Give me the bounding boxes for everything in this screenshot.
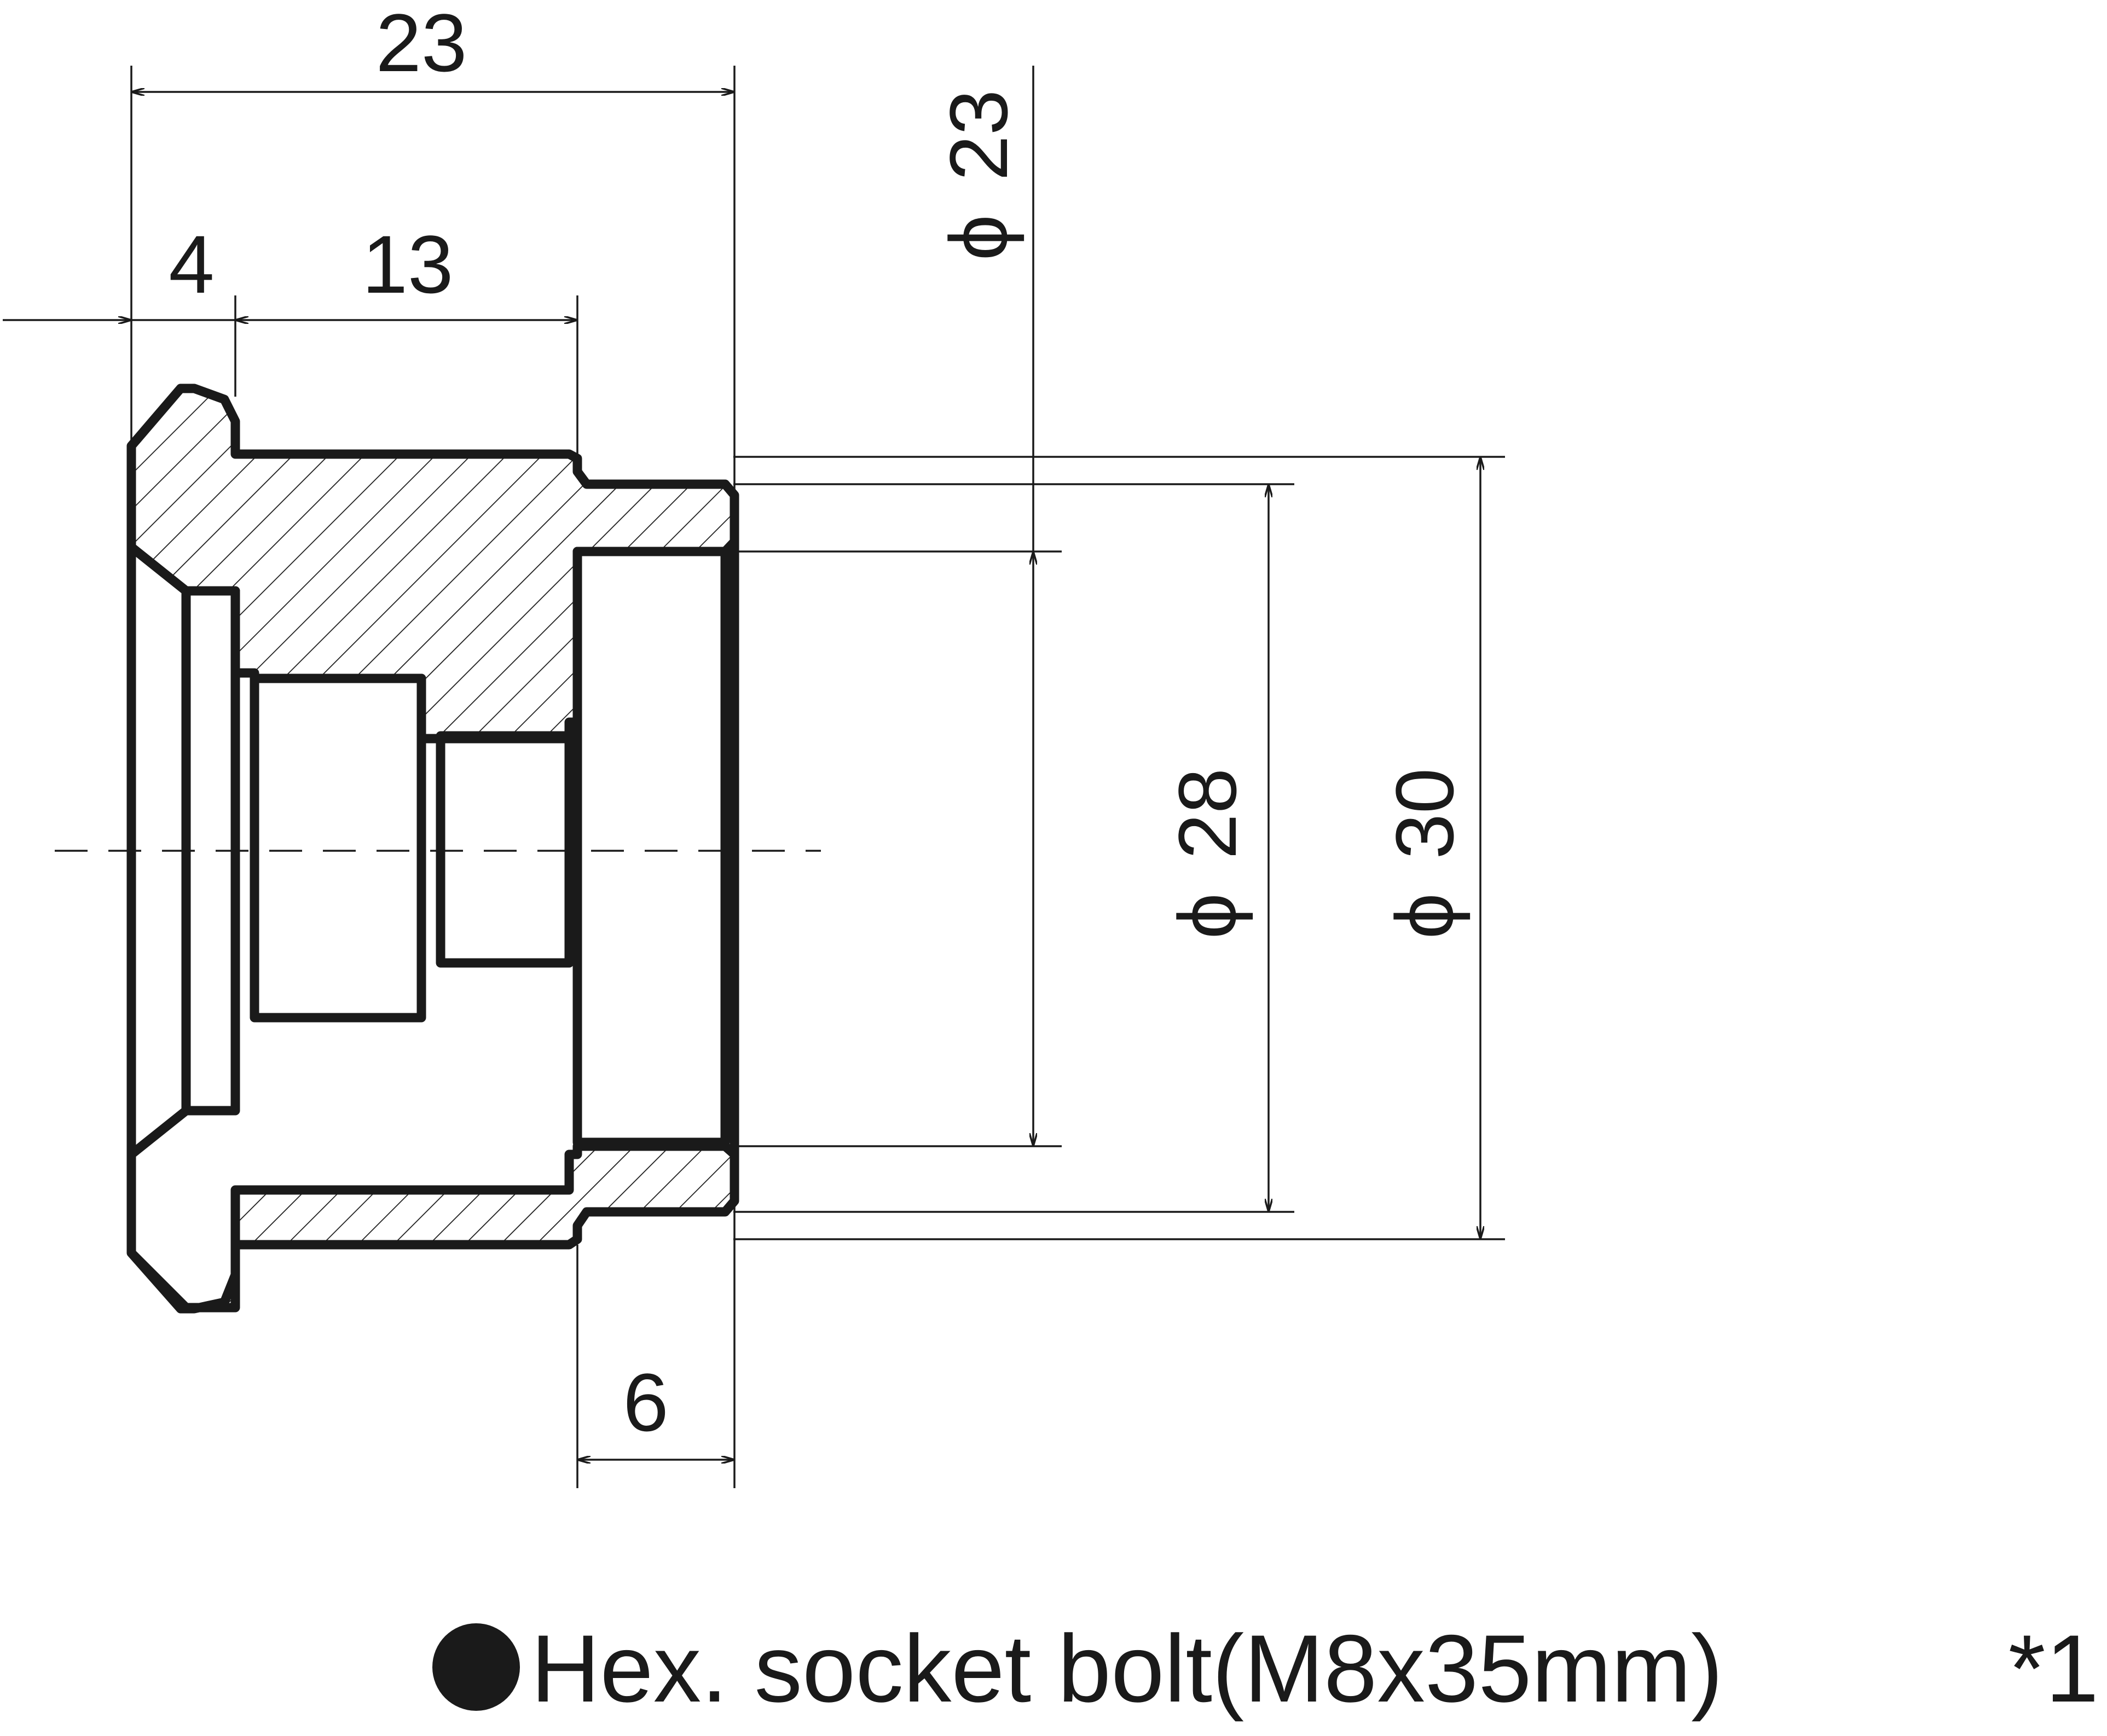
diameter-symbol: ϕ	[933, 214, 1024, 260]
caption-note: *1	[2008, 1616, 2099, 1722]
upper-section-region	[126, 384, 739, 744]
dimension-lines	[3, 66, 1480, 1460]
part-section	[55, 384, 821, 1314]
diameter-symbol: ϕ	[1161, 893, 1253, 939]
shoulder-diameter-value: 28	[1161, 768, 1253, 860]
flange-length-label: 4	[169, 218, 214, 310]
outer-diameter-value: 30	[1379, 768, 1471, 860]
overall-length-label: 23	[376, 0, 467, 89]
lower-section-region	[126, 1048, 739, 1314]
bore-diameter-value: 23	[933, 90, 1024, 181]
body-length-label: 13	[362, 218, 454, 310]
front-recess-outline	[572, 547, 730, 1147]
left-outer-profile	[126, 446, 189, 1253]
bullet-icon	[432, 1623, 520, 1711]
caption: Hex. socket bolt(M8x35mm) *1	[432, 1616, 2099, 1722]
caption-text: Hex. socket bolt(M8x35mm)	[531, 1616, 1723, 1722]
outer-diameter-label: ϕ 30	[1379, 768, 1471, 939]
bolt-head-bore-outline	[250, 674, 426, 1023]
dimension-labels: 23 4 13 6 ϕ 23 ϕ 28 ϕ 30	[169, 0, 1471, 1448]
diameter-symbol: ϕ	[1379, 893, 1471, 939]
extension-lines	[130, 66, 1505, 1488]
shoulder-diameter-label: ϕ 28	[1161, 768, 1253, 939]
bore-diameter-label: ϕ 23	[933, 90, 1024, 261]
head-length-label: 6	[623, 1356, 668, 1448]
